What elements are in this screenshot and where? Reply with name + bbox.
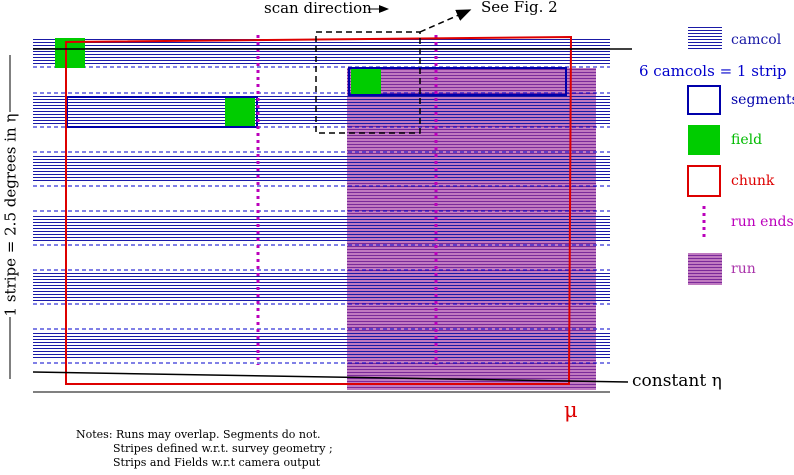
strip-2 bbox=[33, 96, 610, 124]
legend-run-label: run bbox=[731, 261, 756, 277]
constant-eta-label: constant η bbox=[632, 371, 722, 391]
field-1 bbox=[55, 38, 85, 68]
strip-4 bbox=[33, 214, 610, 242]
see-fig-arrow bbox=[419, 9, 472, 33]
notes: Notes: Runs may overlap. Segments do not… bbox=[76, 428, 333, 470]
strips bbox=[33, 37, 610, 360]
legend-chunk-label: chunk bbox=[731, 173, 775, 189]
note-line-3: Strips and Fields w.r.t camera output bbox=[113, 456, 321, 469]
legend-field-swatch bbox=[688, 125, 720, 155]
legend-swatches bbox=[687, 25, 722, 285]
mu-label: μ bbox=[564, 398, 578, 422]
legend-run-swatch bbox=[688, 253, 722, 285]
legend-strip-label: 6 camcols = 1 strip bbox=[639, 62, 787, 80]
strip-3 bbox=[33, 155, 610, 183]
note-line-2: Stripes defined w.r.t. survey geometry ; bbox=[113, 442, 333, 455]
segment-2 bbox=[348, 67, 567, 96]
chunk-outline bbox=[65, 35, 573, 385]
field-2 bbox=[225, 97, 255, 127]
scan-direction-label: scan direction bbox=[264, 0, 372, 17]
legend-chunk-swatch bbox=[687, 165, 721, 197]
see-fig-box bbox=[315, 31, 421, 134]
field-3 bbox=[351, 69, 381, 95]
legend-run-ends-label: run ends bbox=[731, 214, 794, 230]
strip-5 bbox=[33, 273, 610, 301]
strip-6 bbox=[33, 332, 610, 360]
stripe-label: 1 stripe = 2.5 degrees in η bbox=[1, 113, 20, 317]
legend-field-label: field bbox=[731, 132, 763, 148]
strip-boundaries bbox=[33, 66, 610, 364]
see-fig-label: See Fig. 2 bbox=[481, 0, 558, 16]
note-line-1: Notes: Runs may overlap. Segments do not… bbox=[76, 428, 321, 441]
legend-camcol-label: camcol bbox=[731, 32, 782, 48]
constant-eta-line-bottom bbox=[32, 371, 629, 383]
legend-camcol-swatch bbox=[688, 25, 722, 51]
legend-segments-swatch bbox=[687, 85, 721, 115]
legend-segments-label: segments bbox=[731, 92, 794, 108]
